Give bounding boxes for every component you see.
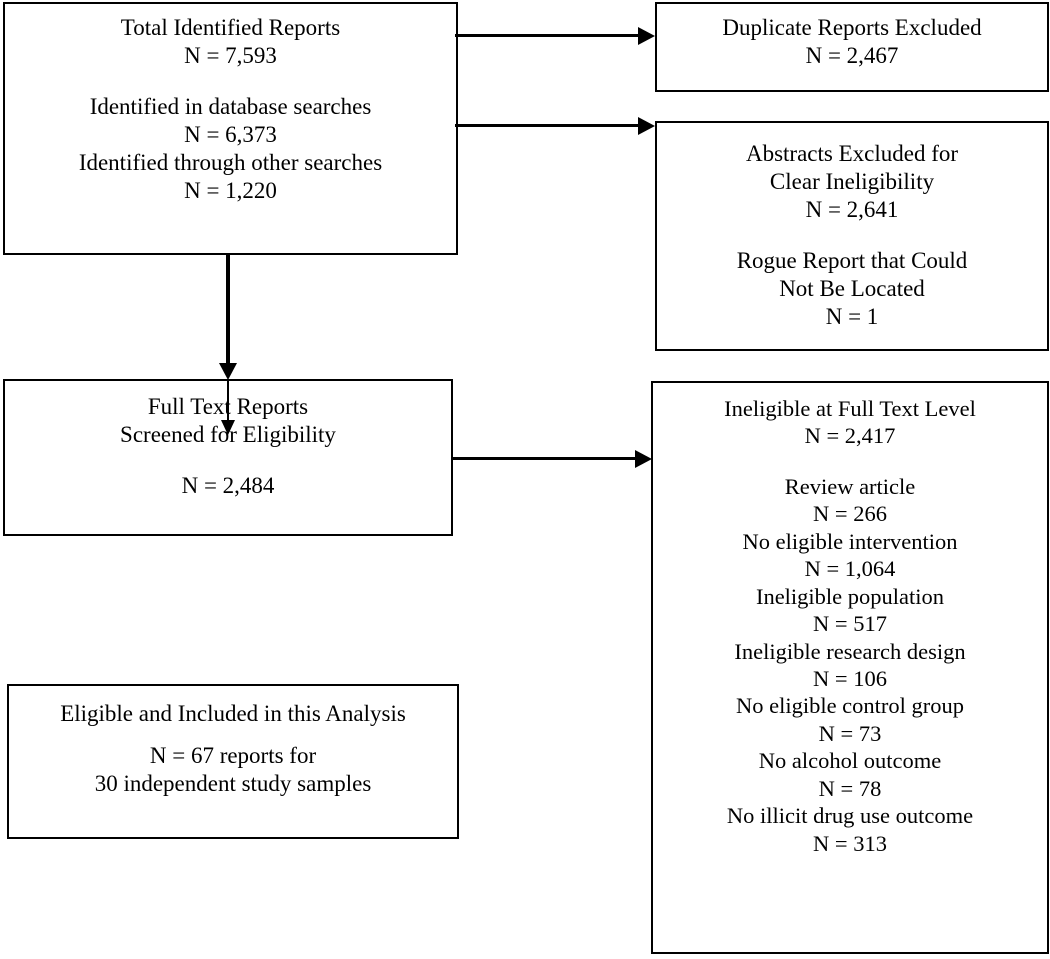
node-line: Total Identified Reports [120,15,341,40]
exclusion-reason-count: N = 313 [813,830,887,856]
exclusion-reason: No illicit drug use outcome N = 313 [727,802,973,857]
exclusion-reason-label: No alcohol outcome [758,748,942,774]
exclusion-reason: Ineligible population N = 517 [756,583,944,638]
node-line: Eligible and Included in this Analysis [60,701,406,726]
arrowhead-identified-to-duplicates [638,27,655,45]
exclusion-reason: No eligible control group N = 73 [736,692,964,747]
exclusion-reason-count: N = 1,064 [804,556,896,582]
arrowhead-fulltext-inner-extension [221,420,235,435]
node-line: N = 1 [825,304,879,330]
exclusion-reason-label: No eligible control group [735,693,965,719]
node-ineligible-at-full-text-level[interactable]: Ineligible at Full Text Level N = 2,417 … [651,381,1049,954]
exclusion-reason: Ineligible research design N = 106 [734,638,965,693]
node-line: Not Be Located [779,276,925,302]
node-total-identified-reports[interactable]: Total Identified Reports N = 7,593 Ident… [3,2,458,255]
node-abstracts-excluded[interactable]: Abstracts Excluded for Clear Ineligibili… [655,121,1049,351]
exclusion-reason-label: Ineligible research design [734,638,966,664]
node-line: N = 2,484 [181,473,275,499]
exclusion-reason-count: N = 266 [813,501,887,527]
exclusion-reason: Review article N = 266 [785,473,916,528]
node-line: Clear Ineligibility [769,169,935,195]
connector-identified-to-duplicates [455,34,640,37]
exclusion-reason-count: N = 73 [818,720,882,746]
node-line: N = 1,220 [184,178,277,204]
exclusion-reason: No alcohol outcome N = 78 [759,747,941,802]
node-line: N = 2,467 [805,43,899,69]
arrowhead-identified-to-abstracts [638,117,655,135]
node-line: 30 independent study samples [94,771,372,797]
node-header-count: N = 2,417 [804,423,896,449]
node-header: Ineligible at Full Text Level [724,396,976,421]
node-duplicate-reports-excluded[interactable]: Duplicate Reports Excluded N = 2,467 [655,2,1049,92]
node-line: N = 6,373 [184,122,277,148]
node-line: N = 7,593 [184,43,277,69]
exclusion-reason-label: No illicit drug use outcome [726,803,974,829]
arrowhead-identified-to-fulltext [219,363,237,380]
node-line: Rogue Report that Could [736,248,968,274]
exclusion-reason-count: N = 517 [813,611,887,637]
arrowhead-fulltext-to-ineligible [635,450,652,468]
connector-fulltext-to-ineligible [452,457,637,460]
node-line: Duplicate Reports Excluded [722,15,982,40]
exclusion-reason-count: N = 106 [813,665,887,691]
node-line: Identified in database searches [89,94,372,120]
node-eligible-and-included[interactable]: Eligible and Included in this Analysis N… [7,684,459,839]
exclusion-reason-label: Ineligible population [755,583,945,609]
connector-fulltext-inner-extension [227,380,229,432]
exclusion-reason-count: N = 78 [818,775,882,801]
exclusion-reason-label: Review article [784,473,916,499]
exclusion-reason: No eligible intervention N = 1,064 [743,528,958,583]
exclusion-reason-label: No eligible intervention [742,528,958,554]
connector-identified-to-fulltext [226,254,230,366]
node-line: Identified through other searches [78,150,383,176]
connector-identified-to-abstracts [455,124,640,127]
node-line: N = 2,641 [805,197,899,223]
node-line: Abstracts Excluded for [745,141,959,166]
node-line: N = 67 reports for [149,743,317,769]
